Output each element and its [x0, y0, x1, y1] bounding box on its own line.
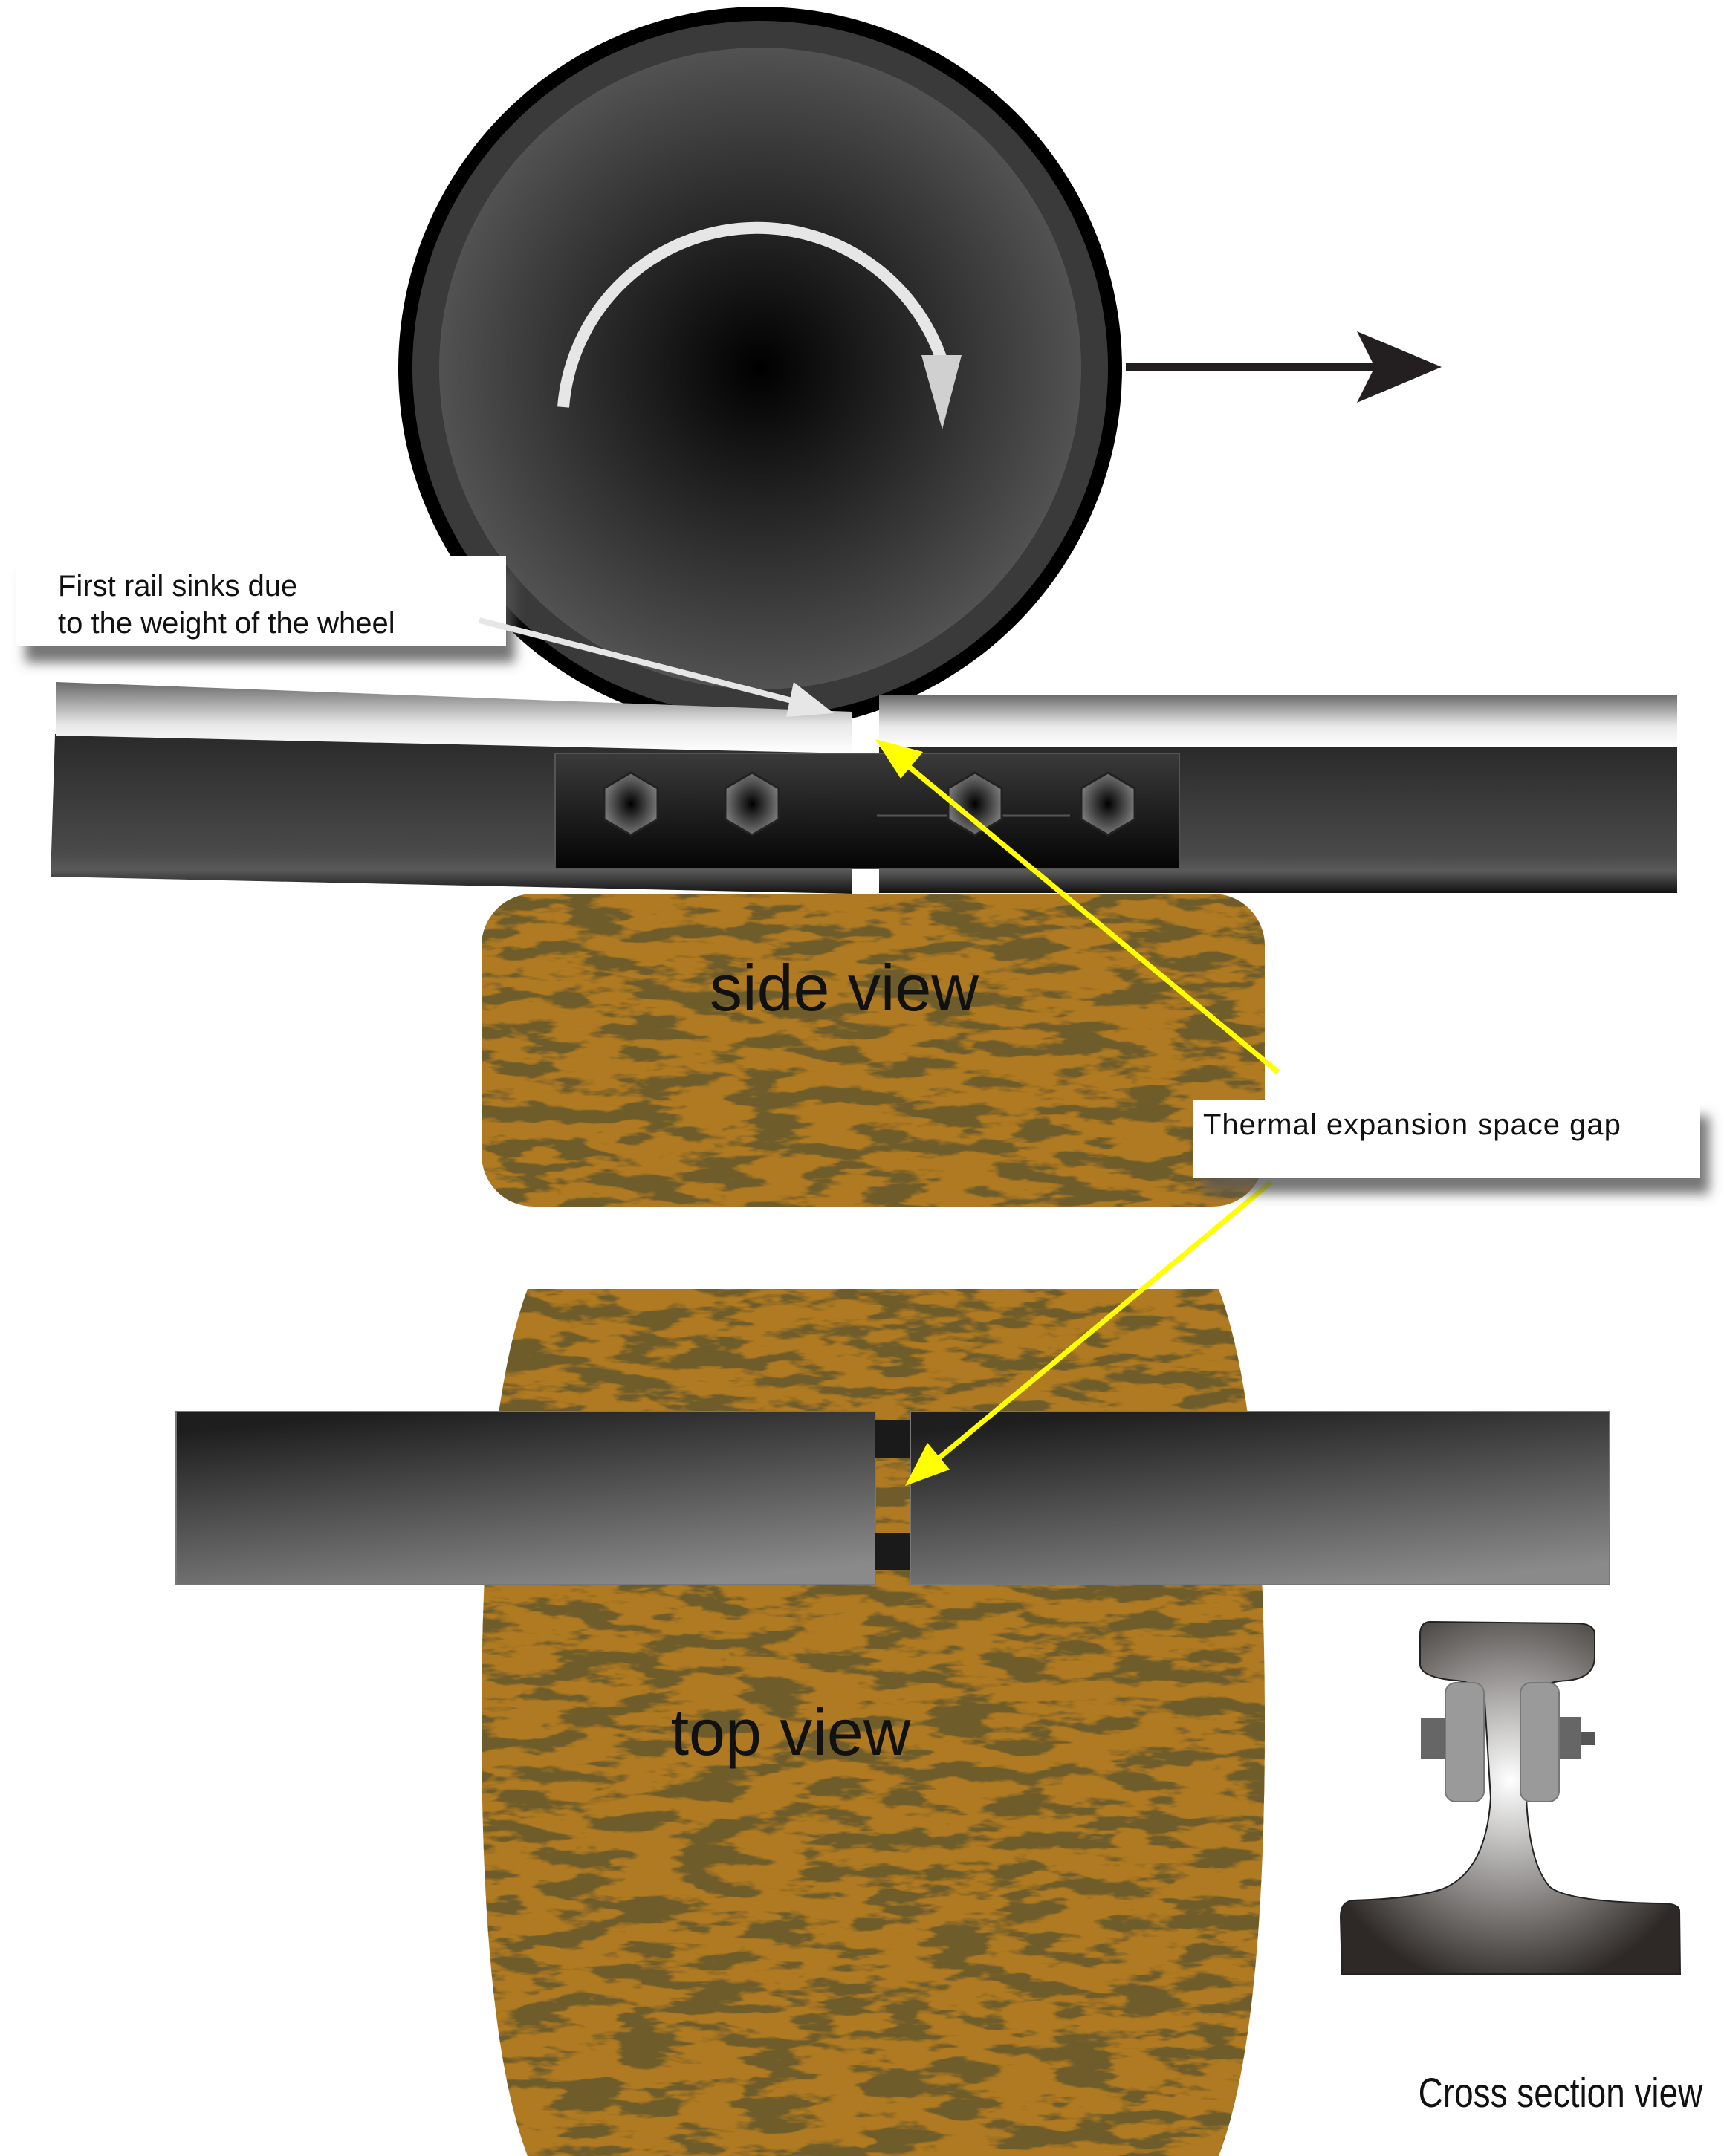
hex-bolt-icon	[603, 771, 659, 837]
left-rail-top	[175, 1411, 876, 1585]
hex-bolt-icon	[1080, 771, 1136, 837]
direction-arrow-icon	[1126, 331, 1442, 403]
rail-sink-callout: First rail sinks due to the weight of th…	[16, 556, 506, 646]
fishplate	[554, 753, 1180, 869]
top-view-rails	[175, 1411, 1610, 1585]
cross-section-label: Cross section view	[1419, 2070, 1704, 2116]
side-view-sleeper	[482, 894, 1265, 1207]
hex-bolt-icon	[947, 771, 1003, 837]
rail-sink-text-line1: First rail sinks due	[58, 570, 297, 603]
rail-sink-arrow-icon	[479, 617, 834, 717]
hex-bolt-icon	[724, 771, 780, 837]
right-rail-top	[910, 1411, 1610, 1585]
rotation-arrow-icon	[557, 221, 962, 429]
side-view-label: side view	[710, 951, 979, 1025]
thermal-gap-text: Thermal expansion space gap	[1203, 1108, 1621, 1141]
thermal-gap-callout: Thermal expansion space gap	[1193, 1100, 1700, 1178]
gap-arrow-side-icon	[875, 739, 1280, 1074]
fishplate-top	[875, 1533, 910, 1570]
gap-arrow-top-icon	[905, 1180, 1274, 1486]
bolts	[603, 771, 1136, 837]
fishplate-top	[875, 1420, 910, 1458]
rail-cross-section	[1339, 1620, 1682, 1975]
top-view-label: top view	[671, 1695, 911, 1769]
rail-sink-text-line2: to the weight of the wheel	[58, 607, 395, 640]
wheel	[398, 7, 1122, 730]
